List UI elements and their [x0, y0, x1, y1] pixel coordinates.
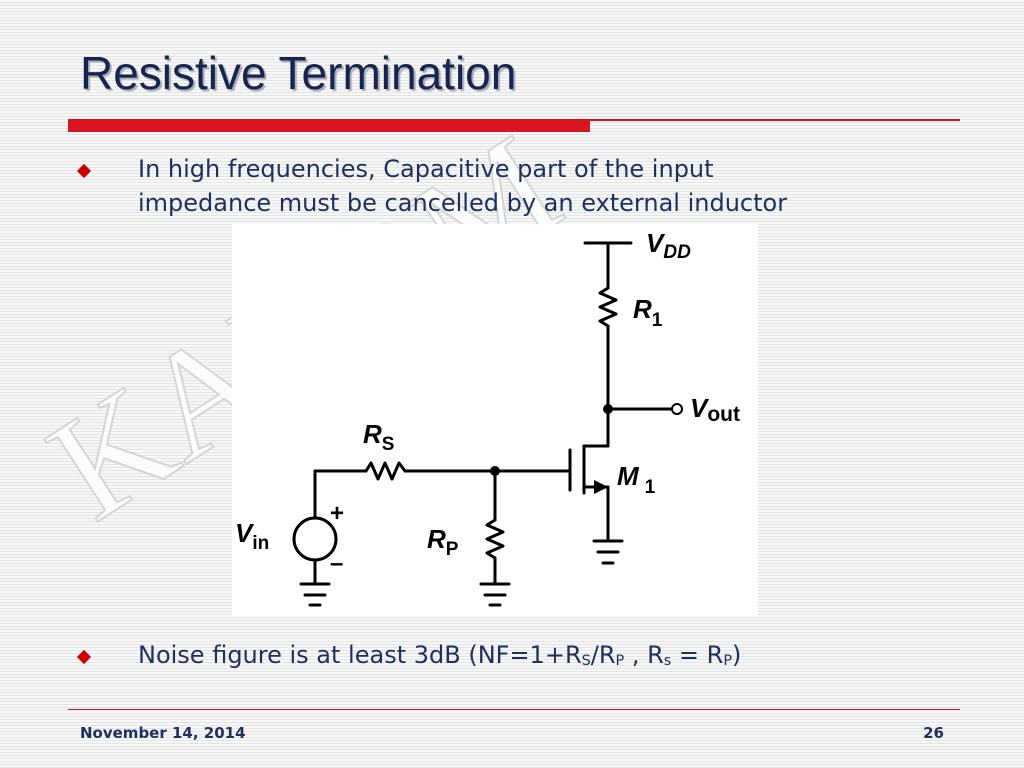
title-underline-line [590, 119, 960, 121]
bullet-diamond-icon [76, 649, 92, 665]
vin-plus-label: + [330, 500, 344, 527]
rp-resistor [485, 518, 505, 560]
title-underline-bar [68, 119, 590, 132]
bullet-text-1: In high frequencies, Capacitive part of … [138, 152, 787, 220]
vout-terminal [671, 403, 683, 415]
rp-label: RP [427, 524, 459, 560]
vout-label: Vout [690, 393, 740, 426]
rs-resistor [364, 461, 407, 481]
footer-date: November 14, 2014 [80, 724, 246, 742]
bullet-1-line-2: impedance must be cancelled by an extern… [138, 189, 788, 217]
rs-label: RS [363, 419, 394, 455]
m1-arrow-icon [594, 480, 608, 494]
footer-divider [68, 709, 960, 710]
bullet-diamond-icon [76, 163, 92, 179]
slide-title: Resistive Termination [80, 47, 517, 99]
bullet-text-2: Noise figure is at least 3dB (NF=1+RS/RP… [138, 641, 742, 669]
vin-minus-label: – [330, 550, 343, 577]
page-number: 26 [923, 724, 944, 742]
r1-resistor [598, 286, 618, 328]
vdd-label: VDD [646, 228, 691, 263]
r1-label: R1 [633, 294, 663, 331]
bullet-1-line-1: In high frequencies, Capacitive part of … [138, 155, 714, 183]
junction-dot [490, 466, 500, 476]
vin-label: Vin [235, 518, 269, 554]
junction-dot [603, 404, 613, 414]
